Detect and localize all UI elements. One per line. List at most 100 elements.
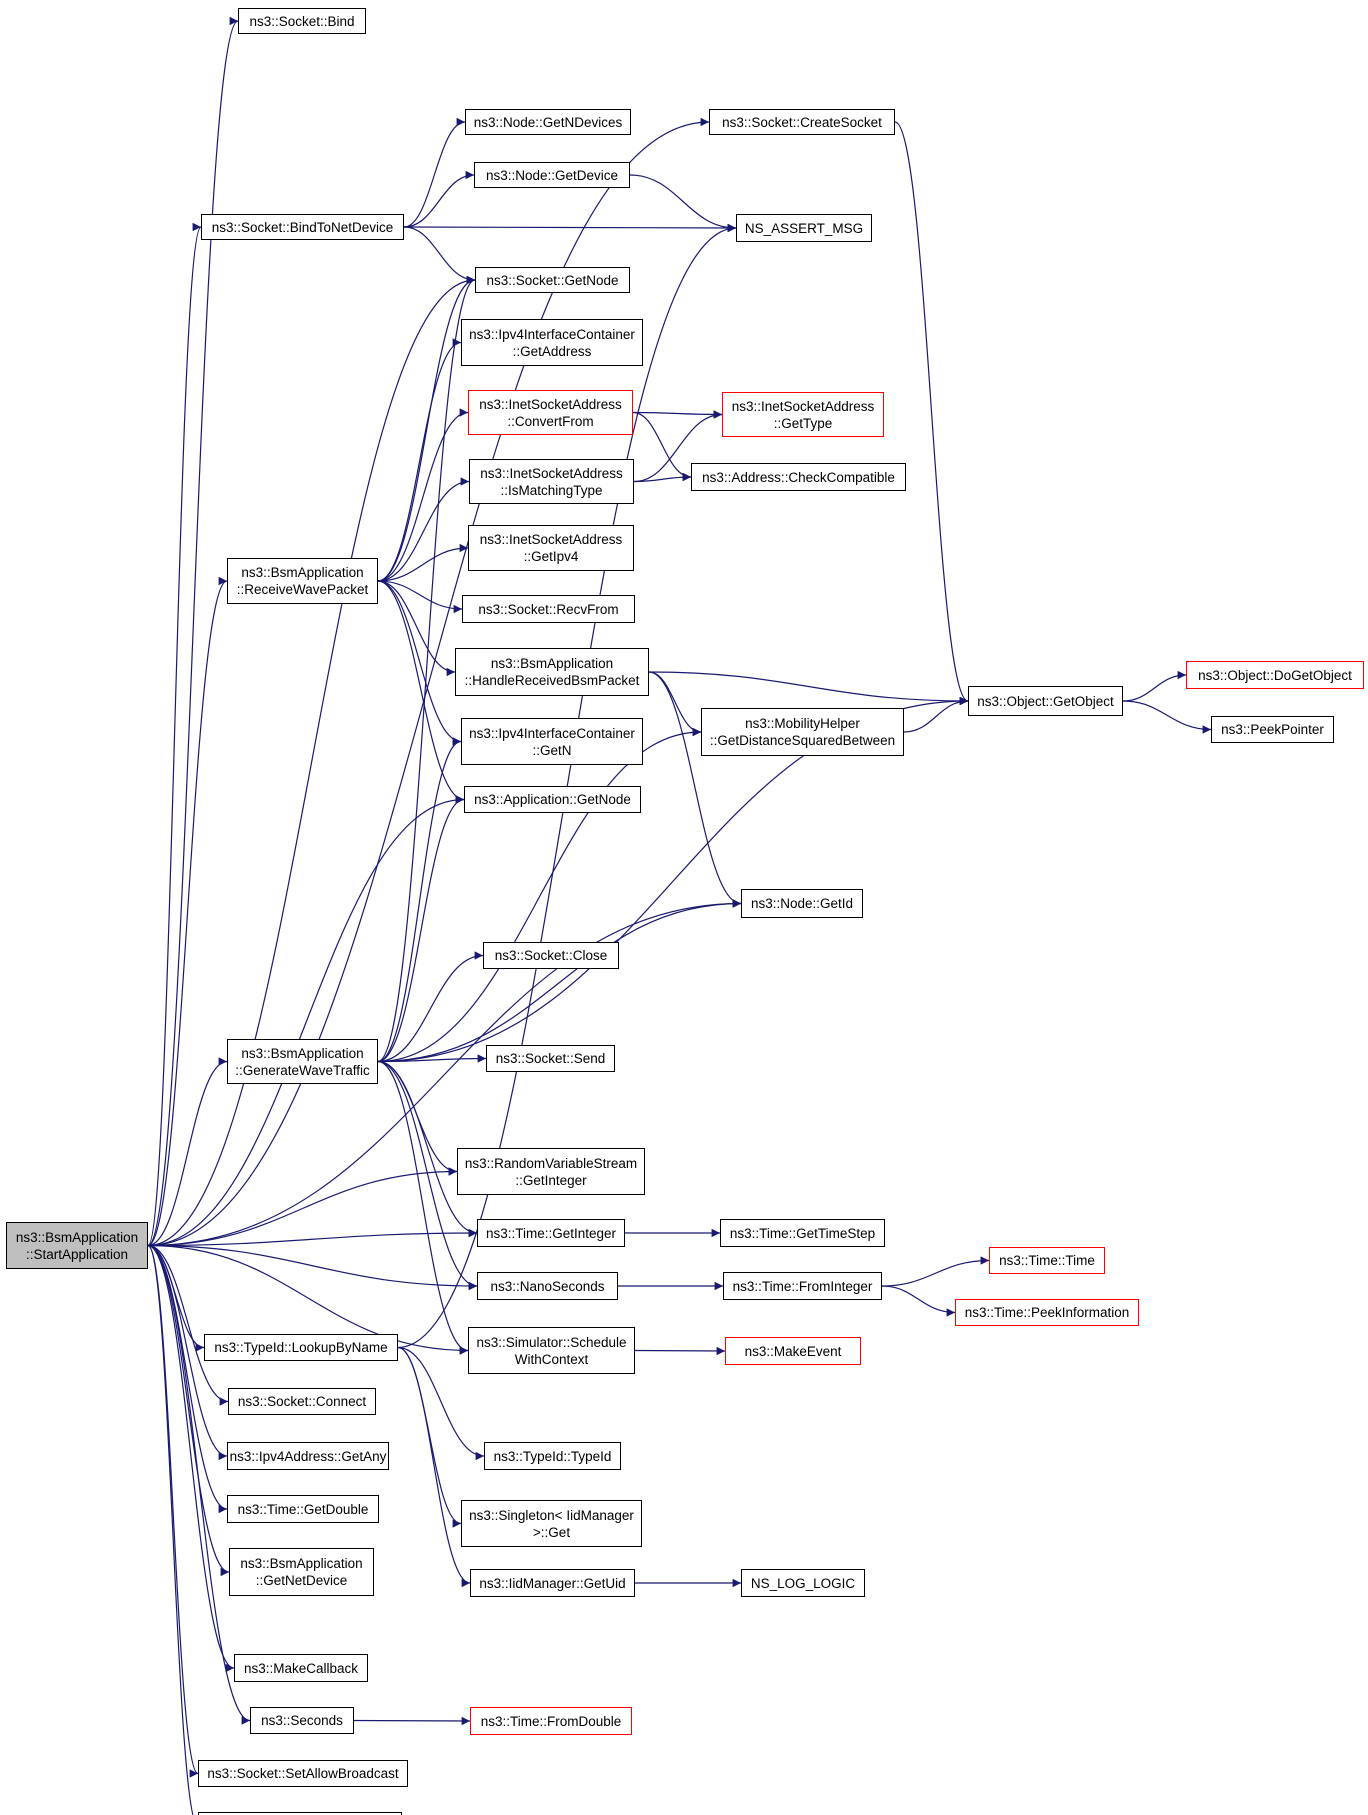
node-makeCallback[interactable]: ns3::MakeCallback: [234, 1654, 368, 1682]
node-label: ns3::Node::GetId: [750, 896, 854, 911]
node-label: NS_LOG_LOGIC: [750, 1575, 856, 1591]
edge-root-to-createSocket: [147, 117, 710, 1247]
node-label: ::GetN: [532, 742, 572, 758]
node-inetGetType[interactable]: ns3::InetSocketAddress::GetType: [722, 392, 884, 437]
node-bind[interactable]: ns3::Socket::Bind: [238, 8, 366, 34]
node-mobility[interactable]: ns3::MobilityHelper::GetDistanceSquaredB…: [701, 708, 904, 756]
node-label: ns3::Socket::CreateSocket: [722, 114, 882, 130]
node-label: ns3::Ipv4InterfaceContainer: [469, 725, 635, 741]
node-handleBsm[interactable]: ns3::BsmApplication::HandleReceivedBsmPa…: [455, 648, 649, 696]
node-getNDevices[interactable]: ns3::Node::GetNDevices: [465, 109, 631, 135]
node-timeGetDouble[interactable]: ns3::Time::GetDouble: [227, 1495, 379, 1523]
node-label: ns3::Ipv4InterfaceContainer: [469, 326, 635, 342]
node-label: ns3::Socket::SetAllowBroadcast: [207, 1766, 399, 1781]
edge-root-to-socketConnect: [147, 1244, 229, 1406]
node-generateWave[interactable]: ns3::BsmApplication::GenerateWaveTraffic: [227, 1039, 378, 1084]
node-recvFrom[interactable]: ns3::Socket::RecvFrom: [462, 595, 635, 623]
node-socketGetNode[interactable]: ns3::Socket::GetNode: [475, 267, 630, 293]
edge-root-to-ipv4GetAny: [147, 1244, 228, 1461]
node-seconds[interactable]: ns3::Seconds: [250, 1707, 354, 1734]
node-getObject[interactable]: ns3::Object::GetObject: [968, 686, 1123, 716]
edge-seconds-to-timeFromDouble: [353, 1716, 471, 1726]
node-nodeGetId[interactable]: ns3::Node::GetId: [741, 889, 863, 918]
edge-generateWave-to-nodeGetId: [377, 899, 742, 1063]
node-singletonGet[interactable]: ns3::Singleton< IidManager>::Get: [461, 1500, 642, 1547]
edge-getDevice-to-assertMsg: [629, 174, 737, 233]
node-lookupByName[interactable]: ns3::TypeId::LookupByName: [204, 1334, 398, 1361]
edge-generateWave-to-mobility: [377, 727, 702, 1063]
node-timeGetTimeStep[interactable]: ns3::Time::GetTimeStep: [720, 1219, 885, 1247]
node-getDevice[interactable]: ns3::Node::GetDevice: [474, 162, 630, 188]
node-label: ns3::Time::GetInteger: [485, 1225, 617, 1241]
node-isMatchingType[interactable]: ns3::InetSocketAddress::IsMatchingType: [469, 459, 634, 504]
edge-generateWave-to-socketGetNode: [377, 275, 476, 1063]
node-ipv4GetN[interactable]: ns3::Ipv4InterfaceContainer::GetN: [461, 718, 643, 765]
node-label: ns3::Socket::GetNode: [486, 272, 619, 288]
node-peekInformation[interactable]: ns3::Time::PeekInformation: [955, 1299, 1139, 1326]
edge-root-to-timeGetInteger: [147, 1228, 478, 1247]
node-setAllowBroadcast[interactable]: ns3::Socket::SetAllowBroadcast: [198, 1760, 408, 1787]
node-label: >::Get: [532, 1524, 571, 1540]
node-makeEvent[interactable]: ns3::MakeEvent: [725, 1337, 861, 1365]
node-receiveWave[interactable]: ns3::BsmApplication::ReceiveWavePacket: [227, 558, 378, 604]
node-logLogic[interactable]: NS_LOG_LOGIC: [741, 1569, 865, 1597]
node-label: ns3::Time::FromInteger: [732, 1278, 873, 1294]
node-rvsGetInteger[interactable]: ns3::RandomVariableStream::GetInteger: [457, 1148, 645, 1195]
node-assertMsg[interactable]: NS_ASSERT_MSG: [736, 214, 872, 242]
node-timeTime[interactable]: ns3::Time::Time: [989, 1247, 1105, 1274]
node-checkCompatible[interactable]: ns3::Address::CheckCompatible: [691, 463, 906, 491]
node-label: ::ConvertFrom: [507, 413, 594, 429]
node-label: ns3::Socket::Connect: [237, 1394, 367, 1409]
edge-generateWave-to-ipv4GetN: [377, 737, 462, 1063]
node-label: ::GetNetDevice: [255, 1573, 348, 1588]
node-label: ns3::BsmApplication: [241, 1045, 364, 1061]
edge-lookupByName-to-iidGetUid: [397, 1346, 471, 1588]
node-createSocket[interactable]: ns3::Socket::CreateSocket: [709, 109, 895, 135]
node-getIpv4[interactable]: ns3::InetSocketAddress::GetIpv4: [468, 525, 634, 571]
edge-receiveWave-to-convertFrom: [377, 408, 469, 582]
edge-lookupByName-to-singletonGet: [397, 1346, 462, 1528]
node-nanoSeconds[interactable]: ns3::NanoSeconds: [477, 1272, 618, 1300]
edge-root-to-getNetDevice: [147, 1244, 230, 1577]
node-label: ns3::InetSocketAddress: [479, 532, 623, 547]
edge-timeFromInteger-to-peekInformation: [881, 1285, 956, 1317]
node-label: ns3::Singleton< IidManager: [469, 1507, 634, 1523]
node-label: ::StartApplication: [25, 1246, 129, 1262]
edge-receiveWave-to-ipv4GetAddress: [377, 338, 462, 582]
node-label: NS_ASSERT_MSG: [744, 220, 864, 236]
node-socketConnect[interactable]: ns3::Socket::Connect: [228, 1388, 376, 1415]
node-setRecvCallback[interactable]: ns3::Socket::SetRecvCallback: [198, 1812, 402, 1815]
node-timeGetInteger[interactable]: ns3::Time::GetInteger: [477, 1219, 625, 1247]
node-convertFrom[interactable]: ns3::InetSocketAddress::ConvertFrom: [468, 390, 633, 435]
node-appGetNode[interactable]: ns3::Application::GetNode: [464, 786, 641, 813]
edge-root-to-rvsGetInteger: [147, 1167, 458, 1247]
node-label: ns3::Object::DoGetObject: [1198, 667, 1352, 683]
edge-receiveWave-to-recvFrom: [377, 580, 463, 614]
node-label: ns3::MakeEvent: [744, 1343, 842, 1359]
edge-generateWave-to-appGetNode: [377, 795, 465, 1063]
node-label: ns3::Simulator::Schedule: [476, 1334, 627, 1350]
node-timeFromDouble[interactable]: ns3::Time::FromDouble: [470, 1707, 632, 1735]
node-ipv4GetAddress[interactable]: ns3::Ipv4InterfaceContainer::GetAddress: [461, 319, 643, 366]
node-doGetObject[interactable]: ns3::Object::DoGetObject: [1186, 661, 1364, 689]
edge-convertFrom-to-inetGetType: [632, 410, 723, 419]
node-socketClose[interactable]: ns3::Socket::Close: [483, 942, 619, 969]
node-peekPointer[interactable]: ns3::PeekPointer: [1211, 716, 1334, 743]
edge-handleBsm-to-getObject: [648, 671, 969, 706]
node-label: ns3::Time::PeekInformation: [964, 1305, 1130, 1320]
node-bindToNetDevice[interactable]: ns3::Socket::BindToNetDevice: [201, 214, 404, 240]
node-label: ns3::BsmApplication: [240, 1556, 363, 1571]
node-label: ns3::Time::Time: [999, 1253, 1095, 1268]
edge-root-to-seconds: [147, 1244, 251, 1725]
node-socketSend[interactable]: ns3::Socket::Send: [486, 1045, 615, 1072]
node-label: ::IsMatchingType: [500, 482, 603, 498]
edge-generateWave-to-socketClose: [377, 951, 484, 1063]
node-ipv4GetAny[interactable]: ns3::Ipv4Address::GetAny: [227, 1442, 389, 1470]
node-timeFromInteger[interactable]: ns3::Time::FromInteger: [723, 1272, 882, 1300]
node-typeIdTypeId[interactable]: ns3::TypeId::TypeId: [484, 1442, 621, 1470]
node-getNetDevice[interactable]: ns3::BsmApplication::GetNetDevice: [229, 1548, 374, 1596]
node-iidGetUid[interactable]: ns3::IidManager::GetUid: [470, 1569, 635, 1597]
node-label: ::GetIpv4: [523, 549, 579, 564]
